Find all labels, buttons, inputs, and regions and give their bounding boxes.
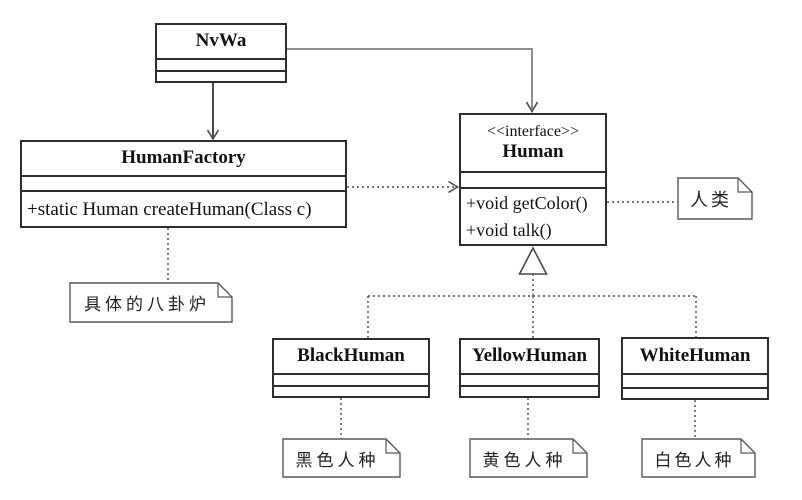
class-blackhuman-attributes (274, 373, 428, 385)
class-humanfactory: HumanFactory +static Human createHuman(C… (20, 140, 347, 228)
interface-human-operations: +void getColor() +void talk() (461, 187, 605, 244)
class-blackhuman: BlackHuman (272, 338, 430, 398)
interface-human: <<interface>> Human +void getColor() +vo… (459, 113, 607, 246)
note-black-fold-icon (385, 439, 400, 454)
class-humanfactory-title: HumanFactory (22, 142, 345, 175)
interface-human-attributes (461, 171, 605, 187)
note-human-fold-icon (737, 178, 752, 193)
note-white-text: 白色人种 (654, 450, 735, 470)
method-createhuman: +static Human createHuman(Class c) (27, 198, 312, 220)
class-nvwa-name: NvWa (195, 30, 247, 52)
realization-triangle (518, 246, 548, 275)
interface-human-title: <<interface>> Human (461, 115, 605, 171)
interface-human-name: Human (502, 141, 564, 163)
class-yellowhuman-attributes (461, 373, 598, 385)
note-yellow-text: 黄色人种 (482, 450, 567, 470)
class-humanfactory-operations: +static Human createHuman(Class c) (22, 190, 345, 226)
class-nvwa-attributes (157, 58, 285, 70)
note-factory-fold-icon (217, 283, 232, 298)
note-yellow-shape (469, 438, 588, 478)
class-humanfactory-attributes (22, 175, 345, 190)
class-nvwa-operations (157, 70, 285, 81)
class-whitehuman-title: WhiteHuman (623, 339, 767, 373)
note-white-fold-icon (740, 439, 755, 454)
note-human-shape (677, 177, 753, 220)
method-getcolor: +void getColor() (466, 192, 588, 213)
class-whitehuman-name: WhiteHuman (639, 344, 751, 366)
class-whitehuman: WhiteHuman (621, 337, 769, 400)
method-talk: +void talk() (466, 219, 552, 240)
class-yellowhuman: YellowHuman (459, 338, 600, 398)
class-nvwa-title: NvWa (157, 25, 285, 58)
class-yellowhuman-name: YellowHuman (471, 345, 588, 367)
class-humanfactory-name: HumanFactory (121, 147, 246, 169)
note-factory-text: 具体的八卦炉 (84, 295, 210, 314)
note-black-text: 黑色人种 (295, 450, 380, 470)
note-human-text: 人类 (690, 189, 732, 210)
arrowhead-humanfactory-to-human (448, 180, 460, 194)
interface-stereotype: <<interface>> (486, 122, 580, 140)
note-black-shape (282, 438, 401, 478)
arrowhead-nvwa-to-humanfactory (206, 129, 220, 141)
class-blackhuman-operations (274, 385, 428, 396)
note-yellow-fold-icon (572, 439, 587, 454)
edge-nvwa-to-human (287, 48, 533, 109)
class-blackhuman-title: BlackHuman (274, 340, 428, 373)
class-blackhuman-name: BlackHuman (297, 345, 405, 367)
class-yellowhuman-title: YellowHuman (461, 340, 598, 373)
note-white-shape (641, 438, 756, 478)
class-whitehuman-attributes (623, 373, 767, 387)
note-factory-shape (69, 282, 233, 323)
class-yellowhuman-operations (461, 385, 598, 396)
class-whitehuman-operations (623, 387, 767, 398)
arrowhead-nvwa-to-human (525, 101, 539, 114)
class-nvwa: NvWa (155, 23, 287, 83)
